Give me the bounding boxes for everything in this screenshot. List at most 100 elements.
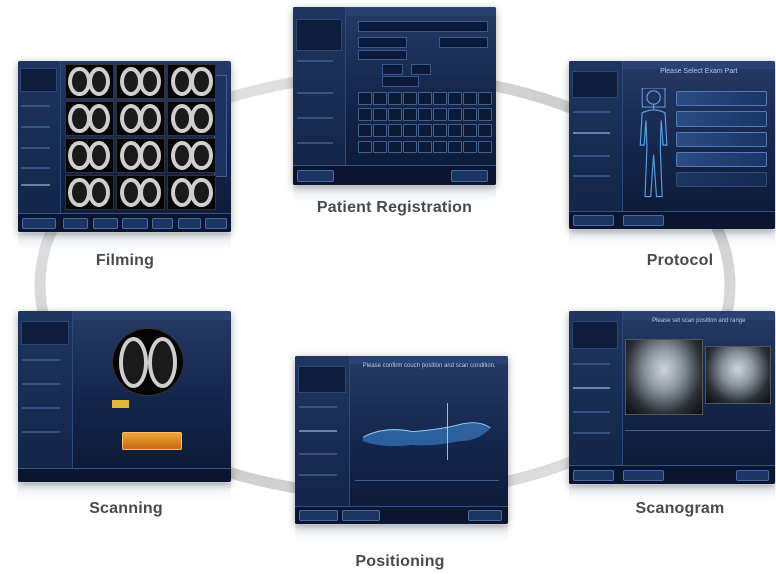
keyboard-key[interactable] [357,140,373,153]
keyboard-key[interactable] [372,140,388,153]
filming-card[interactable] [18,61,231,232]
keyboard-key[interactable] [478,140,493,153]
ct-thumbnail[interactable] [64,64,114,100]
adjust-button[interactable] [92,217,119,229]
top-bar [293,7,496,16]
keyboard-key[interactable] [357,108,373,121]
keyboard-key[interactable] [418,140,433,153]
protocol-row[interactable] [676,111,767,127]
keyboard-key[interactable] [418,92,433,105]
keyboard-key[interactable] [433,140,448,153]
keyboard-key[interactable] [463,92,478,105]
protocol-row[interactable] [676,131,767,147]
new-patient-button[interactable] [573,215,615,226]
filming-button[interactable] [205,217,227,229]
new-patient-button[interactable] [299,510,338,521]
keyboard-key[interactable] [448,108,463,121]
next-button[interactable] [467,510,502,521]
bottom-bar [18,213,231,232]
keyboard-key[interactable] [463,108,478,121]
sidebar [569,311,623,484]
positioning-card[interactable]: Please confirm couch position and scan c… [295,356,508,524]
ct-thumbnail[interactable] [64,174,114,210]
ct-thumbnail[interactable] [115,101,165,137]
exit-button[interactable] [297,170,334,182]
keyboard-key[interactable] [478,108,493,121]
body-silhouette-icon[interactable] [633,87,674,202]
ct-thumbnail[interactable] [167,64,217,100]
birth-date-field[interactable] [382,76,419,88]
keyboard-key[interactable] [403,124,418,137]
ct-thumbnail[interactable] [115,64,165,100]
name-field[interactable] [357,37,407,48]
next-button[interactable] [451,170,488,182]
next-button[interactable] [735,469,769,481]
keyboard-key[interactable] [463,140,478,153]
id-field[interactable] [357,21,488,32]
height-field[interactable] [410,63,432,75]
keyboard-key[interactable] [433,124,448,137]
ct-thumbnail[interactable] [167,137,217,173]
keyboard-key[interactable] [478,92,493,105]
kana-field[interactable] [439,37,488,48]
patient-body-icon[interactable] [350,403,503,461]
pause-button[interactable] [62,217,89,229]
keyboard-key[interactable] [478,124,493,137]
ct-thumbnail[interactable] [167,101,217,137]
keyboard-key[interactable] [433,92,448,105]
protocol-card[interactable]: Please Select Exam Part [569,61,775,229]
ct-thumbnail[interactable] [64,137,114,173]
protocol-row[interactable] [676,151,767,167]
keyboard-key[interactable] [372,124,388,137]
previous-button[interactable] [341,510,381,521]
ct-thumbnail[interactable] [64,101,114,137]
keyboard-key[interactable] [372,92,388,105]
previous-button[interactable] [622,469,664,481]
scanning-label: Scanning [89,500,163,517]
keyboard-key[interactable] [388,92,403,105]
new-patient-button[interactable] [573,469,615,481]
ct-thumbnail[interactable] [115,174,165,210]
scanning-card[interactable] [18,311,231,482]
keyboard-key[interactable] [448,140,463,153]
start-scan-button[interactable] [122,432,182,450]
keyboard-key[interactable] [463,124,478,137]
bottom-bar [295,505,508,524]
reflection [18,483,231,499]
protocol-row[interactable] [676,171,767,187]
ct-thumbnail[interactable] [115,137,165,173]
reflection [569,485,775,501]
keyboard-key[interactable] [433,108,448,121]
keyboard-key[interactable] [418,108,433,121]
quit-exam-button[interactable] [22,217,57,229]
ct-thumbnail[interactable] [167,174,217,210]
weight-field[interactable] [382,63,403,75]
format-setting-button[interactable] [177,217,202,229]
keyboard-key[interactable] [403,140,418,153]
keyboard-key[interactable] [388,140,403,153]
top-bar [569,311,775,320]
frontal-scanogram-image[interactable] [624,338,703,415]
keyboard-key[interactable] [448,124,463,137]
previous-button[interactable] [622,215,664,226]
keyboard-key[interactable] [388,124,403,137]
keyboard-key[interactable] [448,92,463,105]
keyboard-key[interactable] [418,124,433,137]
keyboard-key[interactable] [372,108,388,121]
keyboard-key[interactable] [357,124,373,137]
keyboard-key[interactable] [388,108,403,121]
keyboard-key[interactable] [357,92,373,105]
keyboard-key[interactable] [403,92,418,105]
protocol-label: Protocol [646,252,714,269]
keyboard-key[interactable] [403,108,418,121]
select-all-button[interactable] [122,217,148,229]
last-name-field[interactable] [357,49,407,61]
reflection [293,186,496,202]
scan-indicator [111,399,129,409]
tables-button[interactable] [152,217,174,229]
sidebar [18,61,61,232]
protocol-row[interactable] [676,91,767,107]
lateral-scanogram-image[interactable] [704,345,771,405]
patient-registration-card[interactable] [293,7,496,185]
scanogram-card[interactable]: Please set scan position and range [569,311,775,484]
